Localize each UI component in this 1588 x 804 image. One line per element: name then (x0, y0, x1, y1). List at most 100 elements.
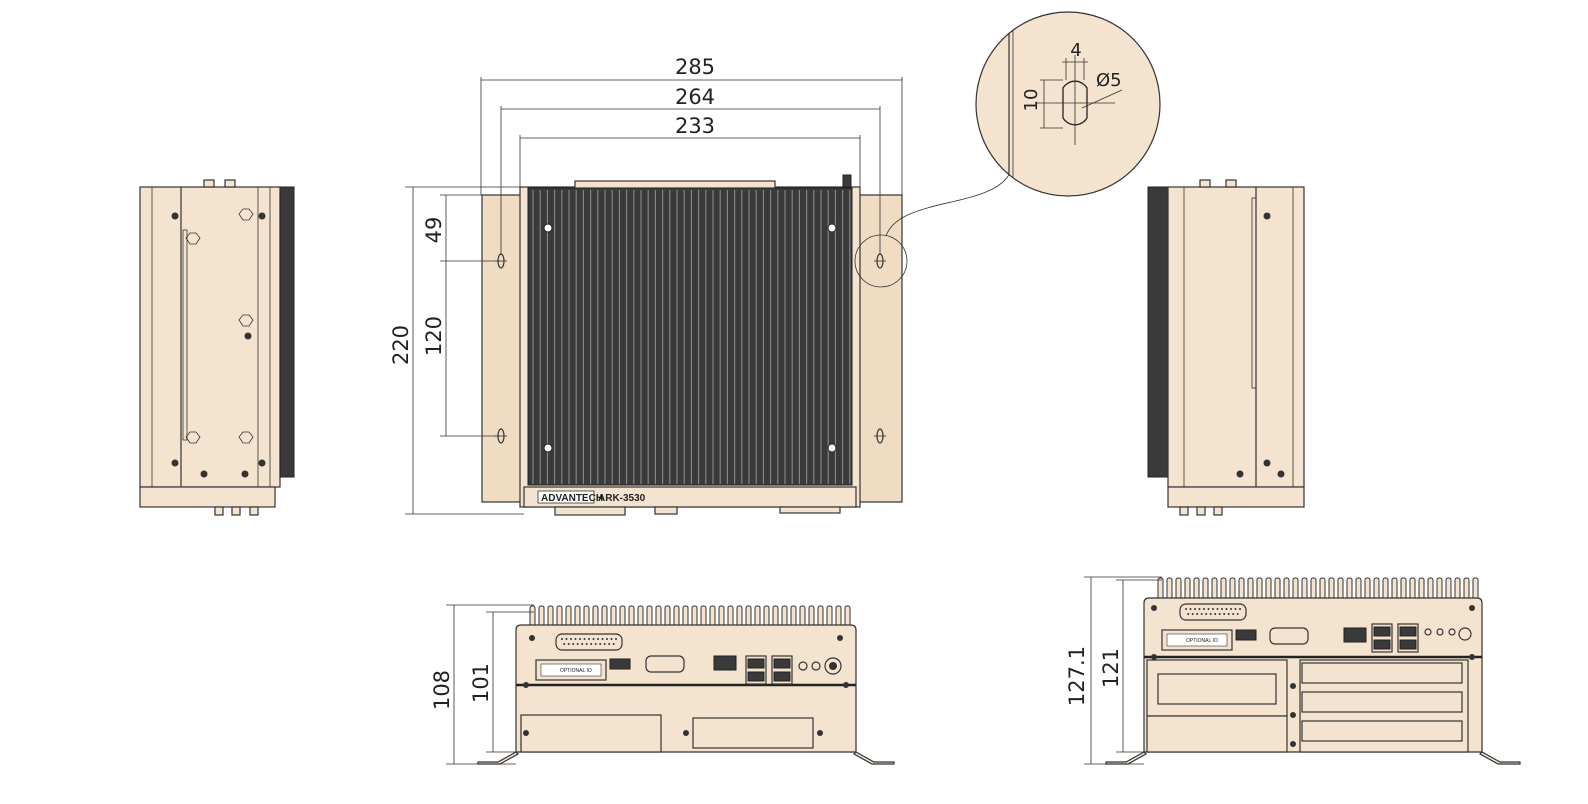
connector-pin (606, 638, 608, 640)
connector-pin (610, 638, 613, 640)
rear-db25-connector (1185, 608, 1241, 615)
heatsink-fins (532, 190, 851, 484)
connector-pin (1232, 613, 1235, 615)
heatsink-fin (691, 605, 698, 628)
heatsink-fin (547, 605, 554, 628)
connector-pin (1230, 608, 1232, 610)
heatsink-fin (1301, 577, 1308, 601)
hole-spacing-label: 120 (422, 316, 446, 356)
heatsink-fin (592, 605, 599, 628)
connector-pin (612, 643, 615, 645)
heatsink-fin (808, 605, 815, 628)
heatsink-fin (1418, 577, 1425, 601)
connector-pin (601, 638, 604, 640)
connector-pin (1200, 613, 1203, 615)
connector-pin (1205, 613, 1208, 615)
connector-pin (1223, 613, 1226, 615)
heatsink-fin (1202, 577, 1209, 601)
rear-overall-height-label: 127.1 (1065, 646, 1089, 706)
width-holes-label: 264 (675, 85, 715, 109)
heatsink-fin (1166, 577, 1173, 601)
heatsink-fin (1337, 577, 1344, 601)
connector-pin (594, 643, 597, 645)
heatsink-fin (1274, 577, 1281, 601)
heatsink-fin (754, 605, 761, 628)
front-view: OPTIONAL IO (477, 605, 895, 765)
heatsink-fin (844, 605, 851, 628)
connector-pin (563, 643, 566, 645)
front-view-dimensions: 108 101 (430, 604, 534, 765)
height-overall-label: 220 (389, 325, 413, 365)
heatsink-fin (646, 605, 653, 628)
connector-pin (1187, 613, 1190, 615)
hole-diameter-label: Ø5 (1096, 70, 1122, 91)
slot-detail-view: 4 Ø5 10 (975, 11, 1161, 197)
left-side-view (139, 179, 295, 516)
heatsink-fin (700, 605, 707, 628)
heatsink-fin (1373, 577, 1380, 601)
heatsink-fin (601, 605, 608, 628)
connector-pin (581, 643, 584, 645)
heatsink-fin (745, 605, 752, 628)
heatsink-fin (763, 605, 770, 628)
rear-heatsink-fins (1157, 577, 1479, 601)
rear-view: OPTIONAL IO (1105, 577, 1521, 765)
top-view: ADVANTECH ARK-3530 (481, 167, 1013, 516)
heatsink-fin (781, 605, 788, 628)
heatsink-fin (637, 605, 644, 628)
heatsink-fin (556, 605, 563, 628)
connector-pin (579, 638, 581, 640)
heatsink-fin (1436, 577, 1443, 601)
heatsink-fin (1463, 577, 1470, 601)
rear-view-dimensions: 127.1 121 (1065, 576, 1162, 765)
heatsink-fin (610, 605, 617, 628)
heatsink-fin (772, 605, 779, 628)
heatsink-fin (1355, 577, 1362, 601)
connector-pin (561, 638, 563, 640)
connector-pin (615, 638, 617, 640)
heatsink-fin (709, 605, 716, 628)
heatsink-fin (1454, 577, 1461, 601)
hole-offset-label: 49 (422, 217, 446, 244)
connector-pin (1203, 608, 1205, 610)
heatsink-fin (1283, 577, 1290, 601)
heatsink-fin (673, 605, 680, 628)
connector-pin (1209, 613, 1212, 615)
connector-pin (1191, 613, 1194, 615)
heatsink-fin (565, 605, 572, 628)
heatsink-fin (1346, 577, 1353, 601)
connector-pin (1236, 613, 1239, 615)
connector-pin (1198, 608, 1201, 610)
front-body-height-label: 101 (469, 663, 493, 703)
heatsink-fin (826, 605, 833, 628)
connector-pin (1221, 608, 1223, 610)
connector-pin (599, 643, 602, 645)
heatsink-fin (619, 605, 626, 628)
connector-pin (583, 638, 586, 640)
connector-pin (592, 638, 595, 640)
front-overall-height-label: 108 (430, 670, 454, 710)
connector-pin (1194, 608, 1196, 610)
heatsink-fin (664, 605, 671, 628)
heatsink-fin (1310, 577, 1317, 601)
heatsink-fin (1247, 577, 1254, 601)
heatsink-fin (835, 605, 842, 628)
heatsink-fin (1292, 577, 1299, 601)
heatsink-fin (583, 605, 590, 628)
connector-pin (1225, 608, 1228, 610)
connector-pin (1239, 608, 1241, 610)
heatsink-fin (1409, 577, 1416, 601)
heatsink-fin (1211, 577, 1218, 601)
heatsink-fin (1364, 577, 1371, 601)
heatsink-fin (727, 605, 734, 628)
heatsink-fin (1391, 577, 1398, 601)
heatsink-fin (682, 605, 689, 628)
heatsink-fin (1157, 577, 1164, 601)
connector-pin (1212, 608, 1214, 610)
heatsink-fin (529, 605, 536, 628)
front-heatsink-fins (529, 605, 851, 628)
heatsink-fin (655, 605, 662, 628)
connector-pin (1207, 608, 1210, 610)
heatsink-fin (1193, 577, 1200, 601)
